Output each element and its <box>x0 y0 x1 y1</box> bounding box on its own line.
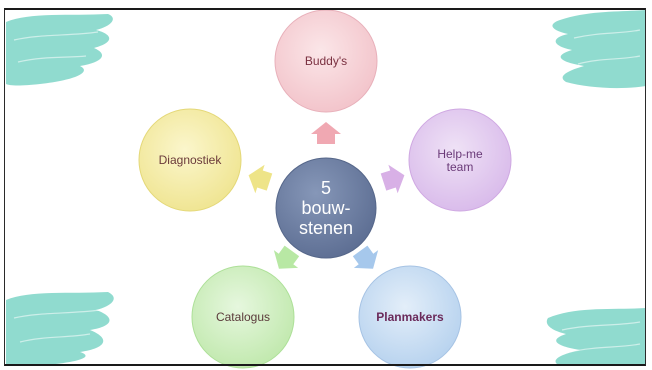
arrow-to-catalogus <box>273 245 300 269</box>
node-label-buddys: Buddy's <box>276 48 376 74</box>
node-label-planmakers: Planmakers <box>360 304 460 330</box>
node-label-help-me-team-line1: Help-me <box>437 147 483 161</box>
slide-frame <box>4 8 646 366</box>
node-catalogus-circle <box>191 265 295 369</box>
center-node-line1: 5 <box>320 178 331 198</box>
node-diagnostiek-circle <box>138 108 242 212</box>
node-label-diagnostiek-text: Diagnostiek <box>158 152 222 167</box>
arrow-to-help-me-team <box>380 164 405 194</box>
brush-streaks <box>13 29 641 353</box>
arrow-to-buddys <box>311 122 341 144</box>
node-label-catalogus-text: Catalogus <box>215 309 271 324</box>
node-buddys-circle <box>274 9 378 113</box>
center-node-line3: stenen <box>298 218 354 238</box>
brush-top-right <box>552 10 646 89</box>
node-label-help-me-team-line2: team <box>446 160 474 174</box>
node-label-buddys-text: Buddy's <box>304 53 348 68</box>
brush-bottom-right <box>546 308 646 366</box>
arrow-to-planmakers <box>352 245 379 269</box>
node-help-me-team-circle <box>408 108 512 212</box>
brush-top-left <box>6 14 113 86</box>
node-label-planmakers-text: Planmakers <box>376 309 444 324</box>
center-node-line2: bouw- <box>301 198 351 218</box>
brush-bottom-left <box>6 292 114 366</box>
arrow-to-diagnostiek <box>248 164 273 194</box>
connector-arrows <box>248 122 405 269</box>
brush-decorations <box>6 10 646 366</box>
center-node-circle <box>275 157 377 259</box>
node-planmakers-circle <box>358 265 462 369</box>
center-node-label: 5 bouw- stenen <box>274 158 378 258</box>
node-label-diagnostiek: Diagnostiek <box>140 147 240 173</box>
node-label-help-me-team: Help-me team <box>410 146 510 176</box>
node-label-catalogus: Catalogus <box>193 304 293 330</box>
